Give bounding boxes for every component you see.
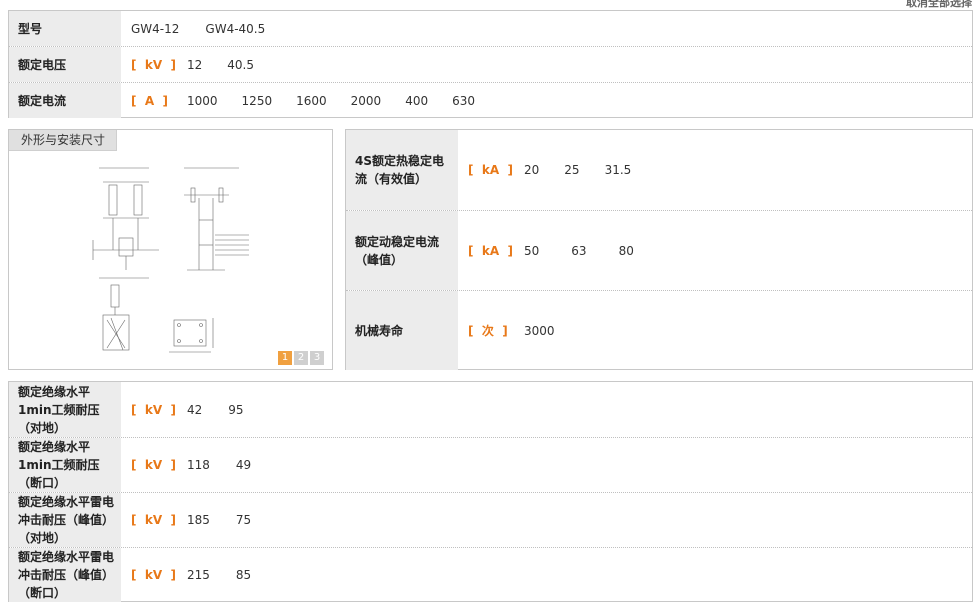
spec-value: 85 [235, 568, 252, 582]
spec-values: [ kA ] 50 63 80 [458, 211, 972, 290]
spec-value: 49 [235, 458, 252, 472]
spec-label: 额定绝缘水平1min工频耐压（对地） [9, 382, 121, 437]
spec-row-model: 型号 GW4-12 GW4-40.5 [9, 11, 972, 46]
spec-label: 额定绝缘水平雷电冲击耐压（峰值）（对地） [9, 493, 121, 547]
spec-value: 185 [187, 513, 210, 527]
spec-row-insulation-1min-ground: 额定绝缘水平1min工频耐压（对地） [ kV ] 42 95 [9, 382, 972, 437]
spec-unit: [ A ] [131, 93, 168, 108]
outline-drawing-panel: 外形与安装尺寸 [8, 129, 333, 370]
spec-row-insulation-1min-break: 额定绝缘水平1min工频耐压（断口） [ kV ] 118 49 [9, 437, 972, 492]
spec-value: 118 [187, 458, 210, 472]
outline-tab[interactable]: 外形与安装尺寸 [9, 130, 117, 151]
spec-row-insulation-impulse-ground: 额定绝缘水平雷电冲击耐压（峰值）（对地） [ kV ] 185 75 [9, 492, 972, 547]
spec-unit: [ kV ] [131, 568, 176, 582]
outline-drawing-image[interactable] [89, 160, 259, 360]
spec-values: [ kV ] 215 85 [121, 548, 972, 602]
spec-value: 400 [405, 93, 429, 108]
spec-label: 额定电流 [9, 83, 121, 118]
spec-unit: [ kV ] [131, 402, 176, 417]
spec-unit: [ kV ] [131, 57, 176, 72]
spec-row-mechanical-life: 机械寿命 [ 次 ] 3000 [346, 290, 972, 370]
spec-row-dynamic-current: 额定动稳定电流（峰值） [ kA ] 50 63 80 [346, 210, 972, 290]
spec-value: 215 [187, 568, 210, 582]
spec-label: 型号 [9, 11, 121, 46]
pager-page-2[interactable]: 2 [294, 351, 308, 365]
spec-value: 63 [571, 243, 587, 258]
spec-value: 40.5 [227, 57, 254, 72]
spec-values: [ kV ] 12 40.5 [121, 47, 972, 82]
spec-label: 4S额定热稳定电流（有效值） [346, 130, 458, 210]
spec-value: 3000 [524, 323, 555, 338]
spec-values: [ kV ] 42 95 [121, 382, 972, 437]
pager-page-1[interactable]: 1 [278, 351, 292, 365]
spec-values: GW4-12 GW4-40.5 [121, 11, 972, 46]
spec-value: GW4-40.5 [205, 21, 266, 36]
spec-value: 12 [187, 57, 203, 72]
spec-table-basic: 型号 GW4-12 GW4-40.5 额定电压 [ kV ] 12 40.5 额… [8, 10, 973, 118]
spec-label: 额定电压 [9, 47, 121, 82]
pager-page-3[interactable]: 3 [310, 351, 324, 365]
spec-value: 2000 [350, 93, 382, 108]
spec-values: [ kV ] 185 75 [121, 493, 972, 547]
spec-value: 630 [452, 93, 475, 108]
spec-value: 42 [187, 402, 203, 417]
spec-row-insulation-impulse-break: 额定绝缘水平雷电冲击耐压（峰值）（断口） [ kV ] 215 85 [9, 547, 972, 602]
spec-value: 1600 [296, 93, 327, 108]
spec-value: 95 [228, 402, 244, 417]
spec-table-insulation: 额定绝缘水平1min工频耐压（对地） [ kV ] 42 95 额定绝缘水平1m… [8, 381, 973, 602]
spec-label: 额定绝缘水平1min工频耐压（断口） [9, 438, 121, 492]
spec-unit: [ kV ] [131, 458, 176, 472]
spec-label: 机械寿命 [346, 291, 458, 370]
spec-value: 20 [524, 163, 540, 177]
spec-row-rated-voltage: 额定电压 [ kV ] 12 40.5 [9, 46, 972, 82]
spec-unit: [ kA ] [468, 243, 513, 258]
spec-label: 额定动稳定电流（峰值） [346, 211, 458, 290]
spec-value: 1250 [241, 93, 273, 108]
spec-value: 25 [564, 163, 580, 177]
deselect-all-link[interactable]: 取消全部选择 [906, 0, 972, 9]
spec-value: GW4-12 [131, 21, 180, 36]
spec-value: 50 [524, 243, 540, 258]
spec-value: 31.5 [604, 163, 632, 177]
spec-label: 额定绝缘水平雷电冲击耐压（峰值）（断口） [9, 548, 121, 602]
spec-values: [ kA ] 20 25 31.5 [458, 130, 972, 210]
spec-value: 80 [618, 243, 634, 258]
spec-value: 1000 [187, 93, 218, 108]
spec-unit: [ 次 ] [468, 324, 508, 338]
spec-unit: [ kA ] [468, 163, 513, 177]
spec-row-rated-current: 额定电流 [ A ] 1000 1250 1600 2000 400 630 [9, 82, 972, 118]
spec-values: [ 次 ] 3000 [458, 291, 972, 370]
spec-values: [ kV ] 118 49 [121, 438, 972, 492]
spec-row-thermal-current: 4S额定热稳定电流（有效值） [ kA ] 20 25 31.5 [346, 130, 972, 210]
spec-unit: [ kV ] [131, 513, 176, 527]
drawing-pager: 1 2 3 [278, 351, 324, 365]
spec-table-withstand: 4S额定热稳定电流（有效值） [ kA ] 20 25 31.5 额定动稳定电流… [345, 129, 973, 370]
spec-values: [ A ] 1000 1250 1600 2000 400 630 [121, 83, 972, 118]
spec-value: 75 [235, 513, 252, 527]
